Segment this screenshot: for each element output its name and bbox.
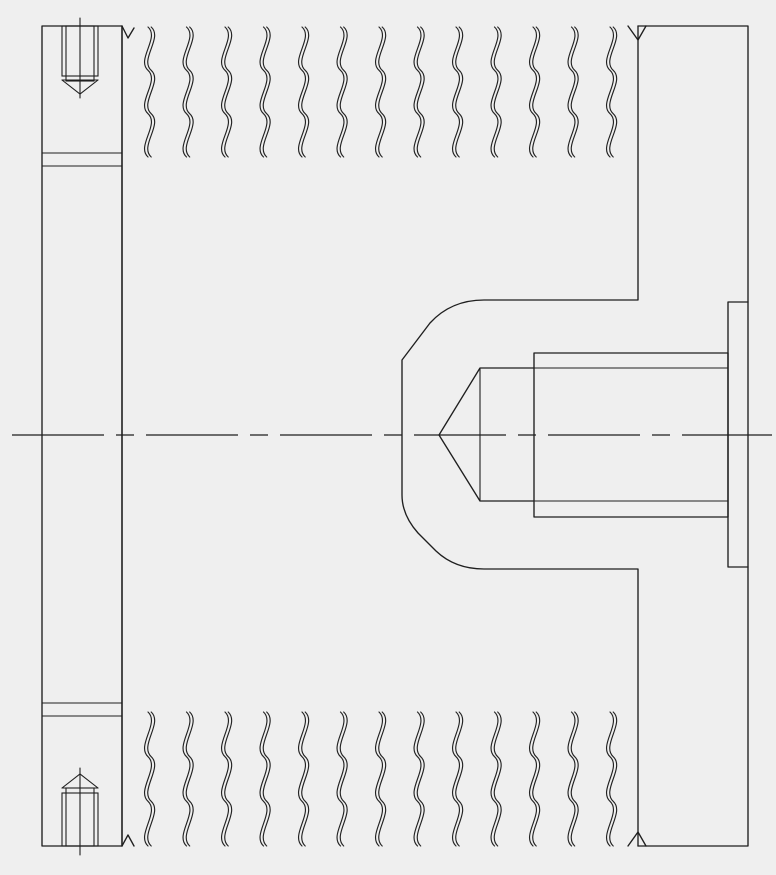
bottom-bellows-convolution-5-right-edge [301,711,310,847]
bottom-bellows-convolution-1-left-edge [143,711,153,847]
bottom-bellows-convolution-11-left-edge [528,711,538,847]
top-tapped-hole [61,17,99,99]
bottom-bellows-convolution-1-right-edge [147,711,156,847]
bottom-bellows-convolution-8-left-edge [413,711,422,847]
top-bellows-convolution-7-left-edge [374,26,384,158]
bottom-tapped-hole [61,767,99,856]
top-bellows-convolution-3-left-edge [220,26,230,158]
top-bellows-convolution-3-right-edge [224,26,233,158]
top-bellows-convolution-7-right-edge [378,26,387,158]
bottom-bellows-convolution-2-left-edge [182,711,191,847]
top-bellows-convolution-13-right-edge [609,26,618,158]
top-bellows-convolution-6-left-edge [336,26,345,158]
left-top-lip [121,25,135,39]
bottom-bellows-convolution-3-right-edge [224,711,233,847]
top-bellows-convolution-1-right-edge [147,26,156,158]
bottom-bellows-convolution-8-right-edge [416,711,425,847]
bottom-bellows-convolution-7-right-edge [378,711,387,847]
bottom-bellows-convolution-13-right-edge [609,711,618,847]
top-bellows-convolution-13-left-edge [605,26,615,158]
top-bellows-convolution-9-left-edge [451,26,461,158]
bottom-bellows-convolution-6-right-edge [339,711,348,847]
bottom-bellows-convolution-6-left-edge [336,711,345,847]
top-bellows-convolution-8-right-edge [416,26,425,158]
top-thread-inner [65,25,95,82]
right-top-lip [627,25,647,41]
bottom-bellows-convolution-4-right-edge [262,711,271,847]
left-flange-outline [41,25,123,847]
top-bellows-convolution-10-left-edge [490,26,499,158]
top-bellows-convolution-11-right-edge [532,26,541,158]
right-body-outer-edge [637,25,749,847]
bottom-bellows-convolution-9-left-edge [451,711,461,847]
top-bellows-convolution-5-left-edge [297,26,307,158]
top-bellows-convolutions [143,26,618,158]
top-bellows-convolution-2-right-edge [185,26,194,158]
bottom-bellows-convolution-7-left-edge [374,711,384,847]
bottom-bellows-convolution-12-left-edge [567,711,576,847]
bottom-bellows-convolution-10-left-edge [490,711,499,847]
bottom-bellows-convolution-3-left-edge [220,711,230,847]
top-bellows-convolution-8-left-edge [413,26,422,158]
right-body-inner-profile [401,25,639,847]
bottom-bellows-convolutions [143,711,618,847]
bottom-bellows-convolution-12-right-edge [570,711,579,847]
top-bellows-convolution-6-right-edge [339,26,348,158]
bottom-bellows-convolution-5-left-edge [297,711,307,847]
bottom-bellows-convolution-13-left-edge [605,711,615,847]
left-flange [41,25,123,847]
top-bellows-convolution-5-right-edge [301,26,310,158]
left-bottom-lip [121,834,135,847]
bellows-side-lips [121,25,647,847]
right-bottom-lip [627,831,647,847]
top-drill-point [61,79,99,95]
main-assembly [12,17,772,856]
top-bellows-convolution-2-left-edge [182,26,191,158]
bottom-bellows-convolution-10-right-edge [493,711,502,847]
bottom-bellows-convolution-4-left-edge [259,711,268,847]
top-bellows-convolution-12-right-edge [570,26,579,158]
bottom-bellows-convolution-11-right-edge [532,711,541,847]
top-bellows-convolution-10-right-edge [493,26,502,158]
top-bellows-convolution-1-left-edge [143,26,153,158]
top-bellows-convolution-4-left-edge [259,26,268,158]
top-bellows-convolution-9-right-edge [455,26,464,158]
bottom-bellows-convolution-9-right-edge [455,711,464,847]
top-bellows-convolution-4-right-edge [262,26,271,158]
top-bellows-convolution-12-left-edge [567,26,576,158]
top-bellows-convolution-11-left-edge [528,26,538,158]
bottom-drill-point [61,773,99,789]
bottom-bellows-convolution-2-right-edge [185,711,194,847]
